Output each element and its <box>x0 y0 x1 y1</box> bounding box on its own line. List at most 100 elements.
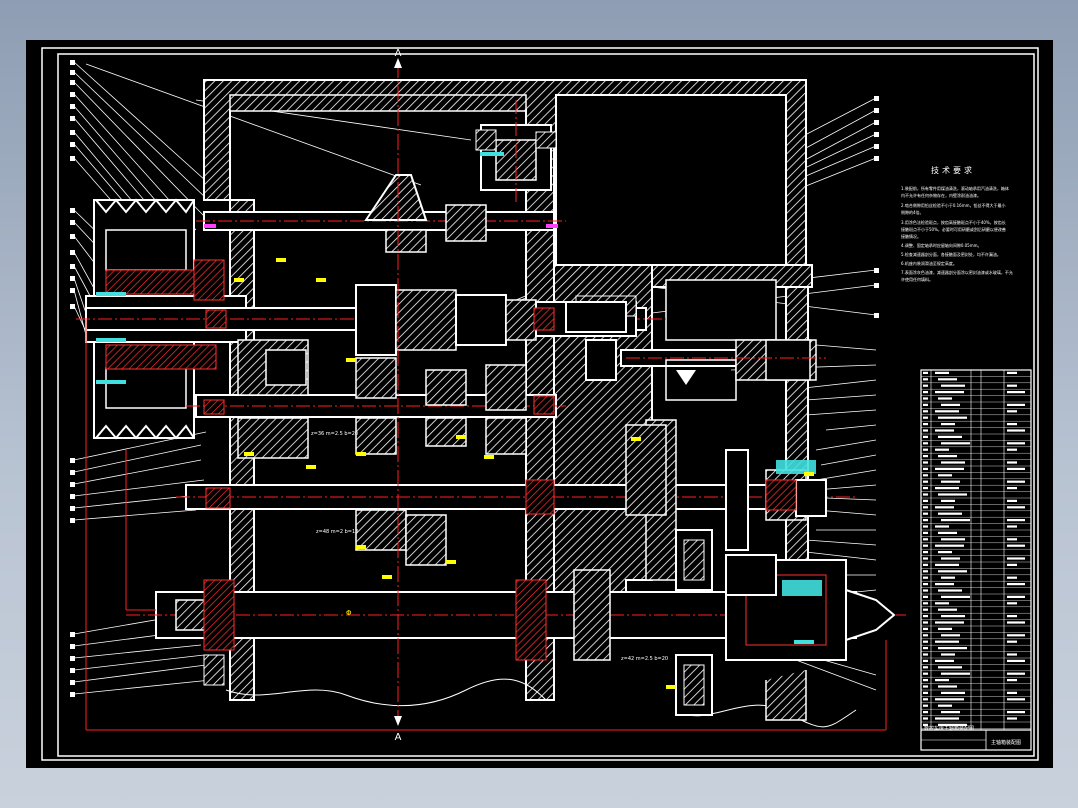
parts-row-glyph <box>1007 717 1017 720</box>
assembly-drawing: A A z=36 m=2.5 b=20 z=48 m=2 b=18 z=42 m… <box>41 47 1039 761</box>
parts-row-number <box>923 595 928 598</box>
parts-row-glyph <box>941 384 965 387</box>
parts-row-number <box>923 698 928 701</box>
parts-list <box>920 369 1032 751</box>
parts-row-number <box>923 621 928 624</box>
parts-row-glyph <box>941 691 965 694</box>
parts-row-number <box>923 467 928 470</box>
parts-row-glyph <box>935 410 959 413</box>
parts-row-number <box>923 371 928 374</box>
parts-row-glyph <box>1007 698 1025 701</box>
parts-row-number <box>923 647 928 650</box>
parts-row-number <box>923 570 928 573</box>
gear-note-3: z=42 m=2.5 b=20 <box>621 656 668 662</box>
parts-row-number <box>923 423 928 426</box>
parts-row-glyph <box>938 455 957 458</box>
parts-row-number <box>923 672 928 675</box>
parts-row-number <box>923 525 928 528</box>
parts-row-glyph <box>1007 391 1025 394</box>
technical-notes: 技术要求 1.装配前，所有零件用煤油清洗，滚动轴承用汽油清洗，箱体 内不允许有任… <box>901 165 1013 282</box>
note-line: 7.表面涂灰色油漆，减速器剖分面涂以密封油漆或水玻璃，不允 <box>901 269 1013 275</box>
parts-row-glyph <box>941 595 970 598</box>
parts-row-glyph <box>938 416 967 419</box>
parts-row-glyph <box>938 397 952 400</box>
parts-row-glyph <box>938 666 962 669</box>
parts-row-glyph <box>938 627 952 630</box>
parts-row-number <box>923 531 928 534</box>
parts-row-glyph <box>935 371 949 374</box>
parts-row-glyph <box>1007 679 1017 682</box>
note-line: 内不允许有任何杂物存在，内壁涂耐油油漆。 <box>901 192 981 198</box>
parts-row-glyph <box>938 512 962 515</box>
cad-viewport[interactable]: A A z=36 m=2.5 b=20 z=48 m=2 b=18 z=42 m… <box>26 40 1053 768</box>
parts-row-glyph <box>1007 576 1017 579</box>
parts-row-glyph <box>935 621 964 624</box>
parts-row-number <box>923 455 928 458</box>
parts-row-glyph <box>938 474 952 477</box>
parts-row-glyph <box>935 659 954 662</box>
parts-row-glyph <box>941 403 960 406</box>
parts-row-glyph <box>941 480 960 483</box>
parts-row-glyph <box>935 717 959 720</box>
parts-row-number <box>923 391 928 394</box>
parts-row-number <box>923 717 928 720</box>
parts-row-glyph <box>935 448 949 451</box>
parts-row-glyph <box>1007 499 1017 502</box>
parts-row-glyph <box>935 487 959 490</box>
note-line: 1.装配前，所有零件用煤油清洗，滚动轴承用汽油清洗，箱体 <box>901 185 1009 191</box>
parts-row-number <box>923 378 928 381</box>
parts-row-number <box>923 429 928 432</box>
notes-title: 技术要求 <box>931 165 975 175</box>
note-line: 侧隙的4倍。 <box>901 209 924 215</box>
parts-row-glyph <box>1007 423 1017 426</box>
parts-row-number <box>923 448 928 451</box>
parts-row-number <box>923 653 928 656</box>
parts-row-glyph <box>935 429 954 432</box>
parts-row-glyph <box>935 698 964 701</box>
parts-row-glyph <box>1007 403 1025 406</box>
parts-row-glyph <box>1007 634 1025 637</box>
parts-row-number <box>923 551 928 554</box>
shaft-third <box>176 419 856 581</box>
parts-row-glyph <box>1007 583 1025 586</box>
parts-row-glyph <box>1007 487 1017 490</box>
parts-row-glyph <box>935 602 949 605</box>
parts-row-number <box>923 557 928 560</box>
parts-row-glyph <box>941 538 965 541</box>
parts-row-number <box>923 410 928 413</box>
parts-row-glyph <box>1007 691 1017 694</box>
note-line: 许使用任何填料。 <box>901 276 933 282</box>
parts-row-glyph <box>1007 653 1017 656</box>
note-line: 4.调整、固定轴承时应留轴向间隙0.05mm。 <box>901 242 982 248</box>
parts-row-glyph <box>941 672 970 675</box>
parts-row-glyph <box>938 531 957 534</box>
parts-row-number <box>923 384 928 387</box>
parts-row-number <box>923 589 928 592</box>
title-block-caption-right: 主轴箱装配图 <box>991 739 1021 746</box>
parts-row-glyph <box>938 493 967 496</box>
yellow-tags <box>234 258 814 689</box>
leader-tags <box>70 60 879 697</box>
parts-row-glyph <box>935 525 949 528</box>
parts-row-glyph <box>938 570 967 573</box>
parts-row-number <box>923 416 928 419</box>
parts-row-glyph <box>1007 371 1017 374</box>
outer-frame <box>41 47 1039 761</box>
parts-row-glyph <box>1007 525 1017 528</box>
right-mechanism <box>565 301 826 596</box>
parts-row-glyph <box>1007 621 1025 624</box>
parts-row-number <box>923 691 928 694</box>
parts-row-number <box>923 634 928 637</box>
parts-row-glyph <box>935 544 964 547</box>
parts-row-glyph <box>941 442 970 445</box>
parts-row-glyph <box>938 723 967 726</box>
title-block-caption-left: 数控车床主轴箱装配图 <box>924 725 974 732</box>
parts-row-glyph <box>1007 519 1025 522</box>
parts-row-glyph <box>935 506 954 509</box>
parts-row-number <box>923 685 928 688</box>
parts-row-number <box>923 723 928 726</box>
parts-row-glyph <box>941 423 955 426</box>
parts-row-glyph <box>938 608 957 611</box>
accent-marks <box>96 152 814 644</box>
parts-row-glyph <box>938 685 957 688</box>
